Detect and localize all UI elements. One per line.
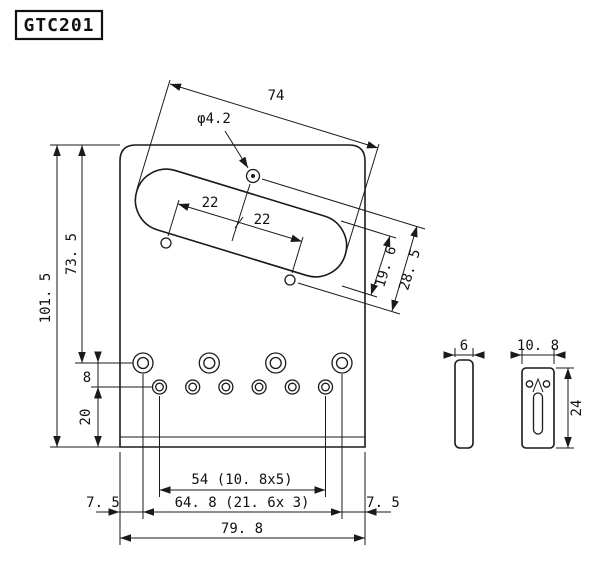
- saddle-notch: [532, 377, 544, 393]
- dim-label-28-5: 28. 5: [396, 247, 424, 292]
- mounting-hole-inner: [203, 356, 216, 370]
- pickup-screw-hole-top-center: [251, 174, 255, 178]
- string-hole: [284, 379, 300, 395]
- pickup-rout: [134, 168, 348, 278]
- model-label: GTC201: [23, 15, 94, 36]
- mounting-hole-inner: [136, 356, 150, 370]
- dim-label-24: 24: [569, 400, 585, 417]
- dim-left-stack: 101. 5 73. 5 8 20: [38, 144, 153, 448]
- model-badge: GTC201: [14, 9, 104, 41]
- dim-label-101-5: 101. 5: [38, 273, 54, 324]
- dim-label-73-5: 73. 5: [64, 233, 80, 275]
- string-hole: [151, 379, 168, 395]
- dim-22-22: 22 22: [167, 183, 304, 274]
- extension-line: [345, 143, 380, 253]
- dimension-line: [177, 203, 303, 242]
- dim-hole-dia: φ4.2: [197, 111, 249, 169]
- leader-line: [224, 130, 249, 169]
- dim-label-64-8: 64. 8 (21. 6x 3): [175, 495, 310, 511]
- dim-bottom-stack: 54 (10. 8x5) 64. 8 (21. 6x 3) 7. 5 7. 5 …: [86, 374, 400, 545]
- saddle-screw-hole-right: [542, 380, 551, 388]
- dimension-tick: [234, 216, 244, 229]
- dim-label-hole-dia: φ4.2: [197, 111, 231, 127]
- string-hole: [317, 379, 334, 395]
- saddle-profile-outline: [454, 359, 474, 449]
- bridge-plate-view: [119, 144, 366, 448]
- dim-label-19-6: 19. 6: [372, 244, 400, 289]
- dimension-line-28-5: [391, 225, 418, 312]
- dim-rout-width-and-screw-span: 19. 6 28. 5: [261, 178, 426, 315]
- dimension-line: [169, 83, 379, 149]
- dim-label-22-a: 22: [202, 195, 219, 211]
- string-hole-inner: [155, 382, 164, 392]
- extension-line: [261, 178, 426, 230]
- string-hole-inner: [321, 382, 330, 392]
- pickup-screw-hole-top: [245, 168, 261, 184]
- saddle-outline: [521, 367, 555, 449]
- dim-label-74: 74: [268, 88, 285, 104]
- extension-line: [341, 285, 378, 298]
- string-hole: [251, 379, 267, 395]
- extension-line: [136, 79, 171, 190]
- saddle-slot: [532, 392, 544, 435]
- mounting-hole: [132, 352, 154, 374]
- string-hole-inner: [221, 382, 231, 392]
- mounting-hole-inner: [269, 356, 282, 370]
- mounting-hole: [198, 352, 220, 374]
- dim-label-7-5-left: 7. 5: [86, 495, 120, 511]
- string-hole-row: [151, 379, 334, 395]
- mounting-hole: [265, 352, 287, 374]
- dim-label-79-8: 79. 8: [221, 521, 263, 537]
- string-hole-inner: [188, 382, 198, 392]
- dim-label-20: 20: [78, 409, 94, 426]
- mounting-hole: [331, 352, 353, 374]
- string-hole-inner: [254, 382, 264, 392]
- dim-label-8: 8: [83, 370, 91, 386]
- dim-label-7-5-right: 7. 5: [366, 495, 400, 511]
- dim-label-54: 54 (10. 8x5): [191, 472, 292, 488]
- extension-line: [167, 199, 180, 237]
- extension-line: [291, 236, 304, 274]
- extension-line: [231, 183, 251, 242]
- mounting-hole-row: [132, 352, 353, 374]
- dim-label-6: 6: [460, 338, 468, 354]
- saddle-top-view: 10. 8 24: [510, 338, 585, 449]
- dimension-line-19-6: [370, 235, 391, 296]
- extension-line: [297, 282, 401, 315]
- saddle-side-view: 6: [443, 338, 485, 449]
- saddle-screw-hole-left: [525, 380, 534, 388]
- string-hole-inner: [287, 382, 297, 392]
- model-badge-frame: [14, 9, 104, 41]
- extension-line: [340, 220, 397, 239]
- dim-label-10-8: 10. 8: [517, 338, 559, 354]
- string-hole: [185, 379, 201, 395]
- pickup-screw-hole-left: [160, 237, 172, 249]
- dim-74: 74: [136, 79, 380, 253]
- dim-label-22-b: 22: [254, 212, 271, 228]
- string-hole: [218, 379, 234, 395]
- pickup-screw-hole-right: [284, 274, 296, 286]
- mounting-hole-inner: [335, 356, 349, 370]
